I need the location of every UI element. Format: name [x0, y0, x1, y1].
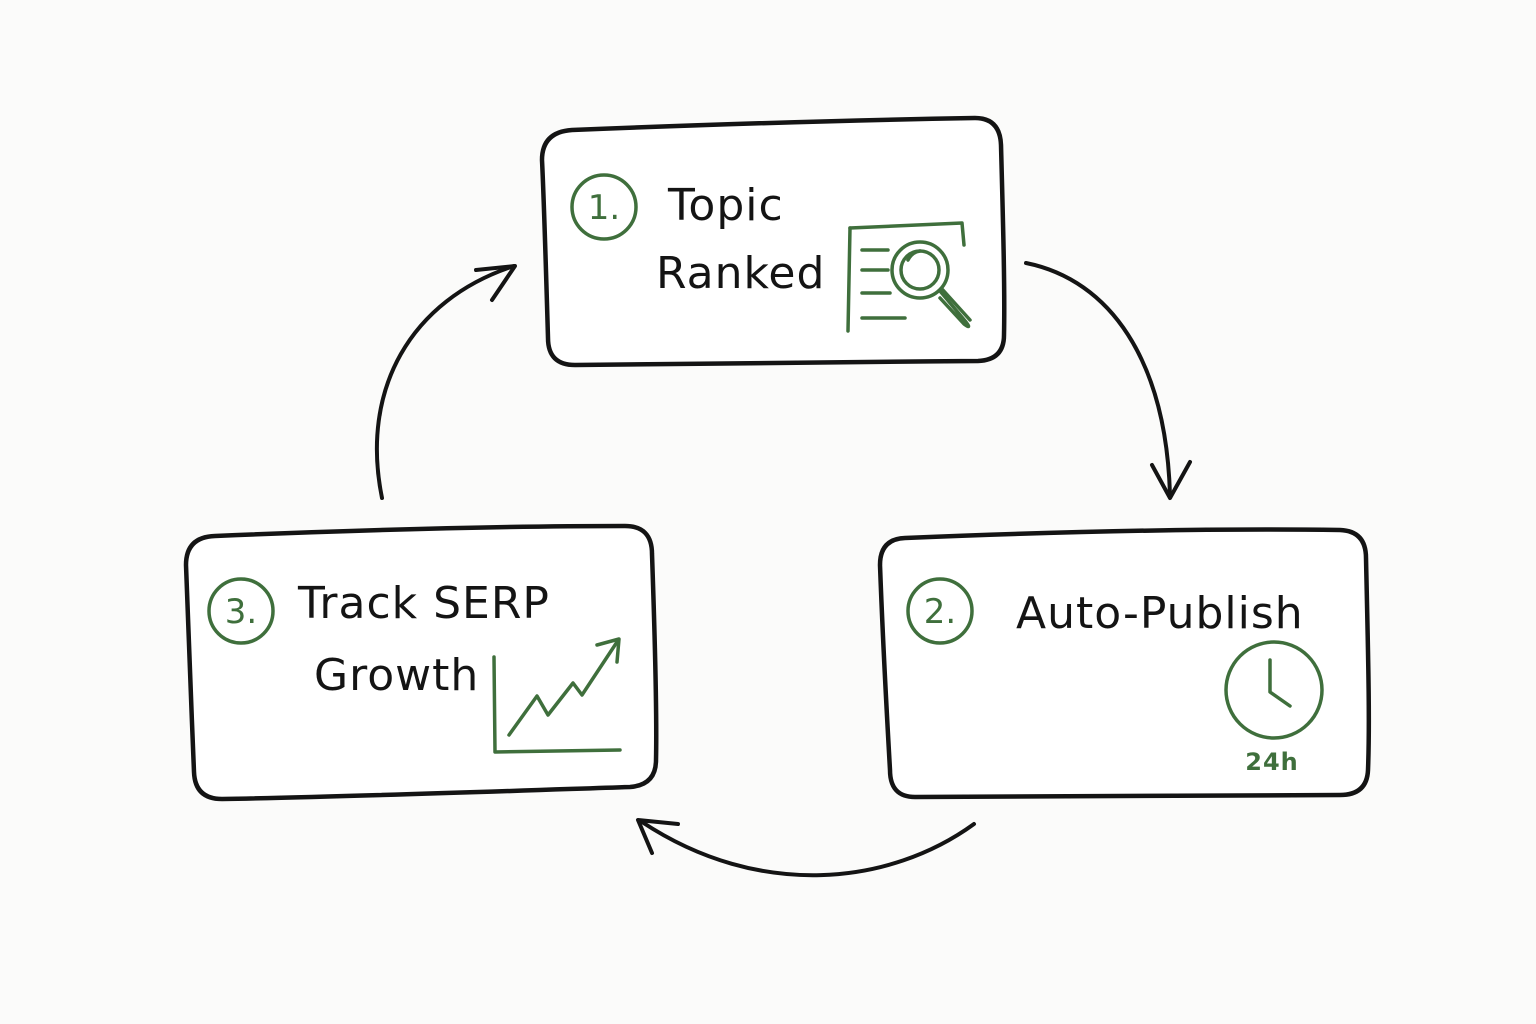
step-1-outline	[539, 115, 1007, 368]
step-1-number: 1.	[588, 188, 620, 228]
clock-icon	[1224, 640, 1324, 740]
growth-chart-icon	[492, 637, 622, 754]
step-2-label-line-1: Auto-Publish	[1016, 588, 1304, 639]
step-3-number-circle	[207, 577, 275, 645]
step-2-number: 2.	[924, 592, 956, 632]
step-1-label-line-2: Ranked	[656, 248, 825, 299]
step-3-label-line-1: Track SERP	[297, 578, 550, 629]
arrow-step-1-to-step-2	[1024, 261, 1192, 500]
step-2-number-circle	[906, 577, 974, 645]
step-1-label-line-1: Topic	[667, 180, 784, 231]
step-3-outline	[183, 523, 659, 802]
step-2-box: 2. Auto-Publish 24h	[877, 527, 1372, 800]
arrow-step-2-to-step-3	[636, 818, 976, 878]
document-magnifier-icon	[846, 221, 972, 333]
step-3-label-line-2: Growth	[314, 650, 479, 701]
arrow-step-3-to-step-1	[374, 264, 517, 500]
step-1-number-circle	[570, 173, 638, 241]
step-1-box: 1. Topic Ranked	[539, 115, 1007, 368]
clock-badge: 24h	[1245, 748, 1298, 776]
step-3-box: 3. Track SERP Growth	[183, 523, 659, 802]
step-3-number: 3.	[225, 592, 257, 632]
